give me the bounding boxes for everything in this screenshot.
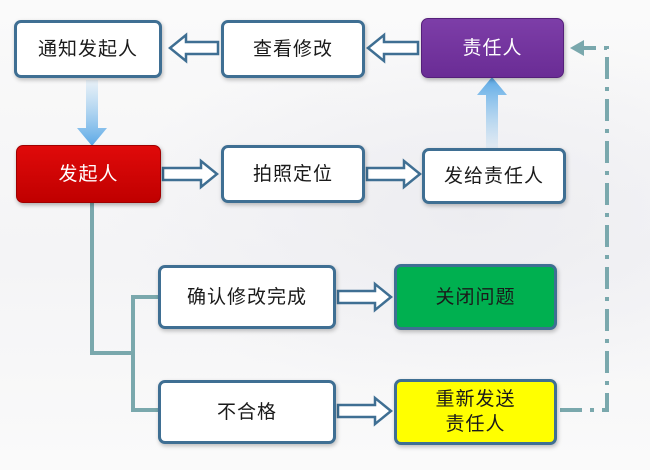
- branch-connector: [90, 203, 158, 412]
- node-view-fix: 查看修改: [221, 20, 365, 78]
- node-responsible: 责任人: [421, 18, 564, 78]
- node-photo-locate: 拍照定位: [221, 145, 365, 203]
- node-not-qualified: 不合格: [158, 380, 336, 444]
- arrow-responsible-to-view: [366, 32, 420, 64]
- node-confirm-fix-done: 确认修改完成: [158, 265, 336, 329]
- node-notify-initiator: 通知发起人: [14, 20, 162, 78]
- feedback-loop-line: [560, 46, 609, 412]
- arrow-confirm-to-close: [336, 281, 393, 313]
- node-close-issue: 关闭问题: [394, 264, 557, 330]
- node-initiator-label: 发起人: [58, 162, 119, 185]
- node-confirm-fix-done-label: 确认修改完成: [186, 285, 307, 308]
- arrow-view-to-notify: [168, 32, 220, 64]
- node-responsible-label: 责任人: [462, 36, 523, 59]
- node-notify-initiator-label: 通知发起人: [37, 37, 138, 60]
- arrow-initiator-to-photo: [161, 158, 219, 190]
- arrow-notify-to-initiator: [77, 80, 107, 146]
- node-not-qualified-label: 不合格: [216, 400, 277, 423]
- arrow-fail-to-resend: [336, 395, 393, 427]
- node-send-to-responsible: 发给责任人: [422, 148, 566, 204]
- feedback-arrowhead: [570, 40, 584, 56]
- arrow-photo-to-send: [365, 158, 422, 190]
- node-initiator: 发起人: [16, 145, 161, 203]
- arrow-send-to-responsible: [477, 77, 507, 148]
- node-close-issue-label: 关闭问题: [435, 285, 516, 308]
- node-resend-responsible: 重新发送 责任人: [394, 379, 557, 445]
- node-resend-responsible-label: 重新发送 责任人: [435, 388, 516, 435]
- node-send-to-responsible-label: 发给责任人: [443, 164, 544, 187]
- node-view-fix-label: 查看修改: [252, 37, 333, 60]
- node-photo-locate-label: 拍照定位: [252, 162, 333, 185]
